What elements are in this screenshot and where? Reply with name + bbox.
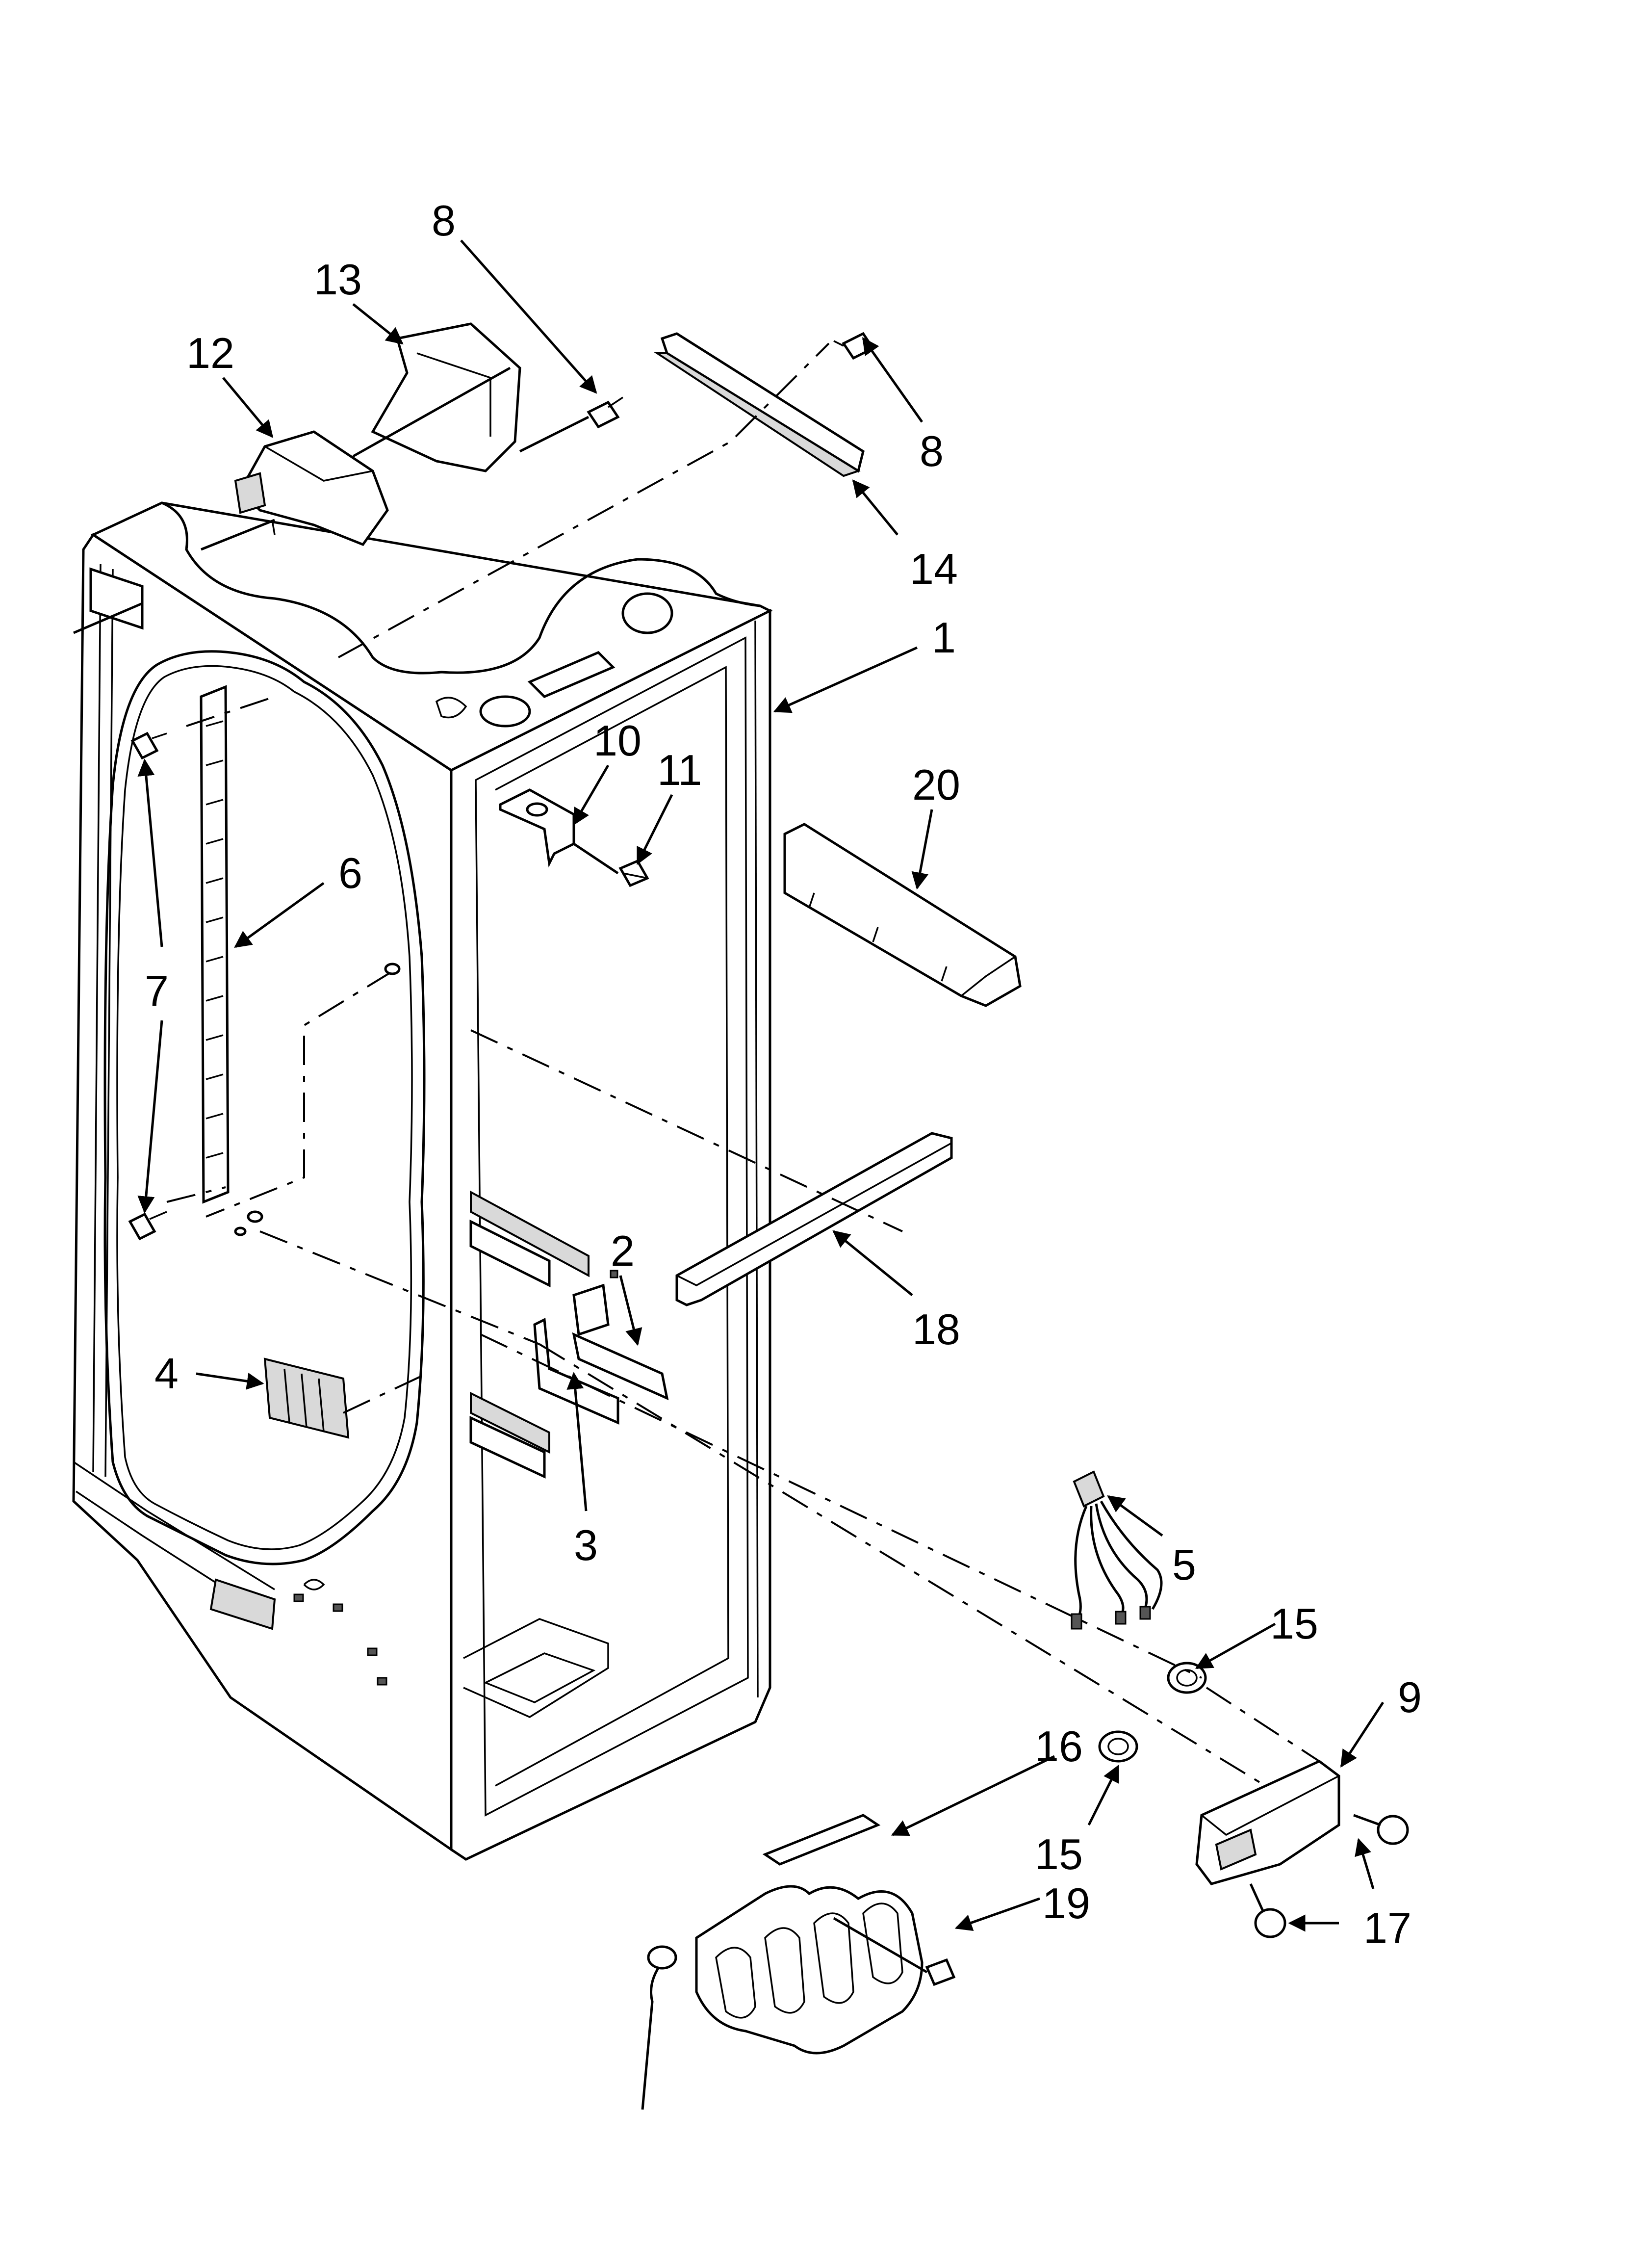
grommet-15-a [1167,1662,1207,1694]
callout-4: 4 [154,1349,179,1398]
housing-9 [1195,1760,1340,1885]
callout-8-right: 8 [920,427,944,475]
housing-12 [201,430,389,551]
screw-7-upper [130,731,167,760]
small-hole-pins [234,963,401,1236]
callout-20: 20 [912,760,960,809]
screw-7-lower [128,1211,167,1241]
callout-2: 2 [611,1226,635,1275]
channel-18 [675,1132,953,1306]
callout-17: 17 [1363,1903,1411,1952]
callout-19: 19 [1042,1879,1090,1928]
screw-8-a [587,396,623,429]
cabinet-liner [72,501,773,1861]
bracket-10 [499,788,619,875]
screw-19 [833,1917,956,1986]
alignment-lines [166,342,1320,1787]
heater-16 [641,1814,924,2110]
rail-14 [654,332,865,477]
callout-12: 12 [186,329,234,377]
callout-15-lower: 15 [1035,1830,1083,1878]
callout-16: 16 [1035,1722,1083,1771]
callout-13: 13 [314,255,362,304]
leader-lines [137,239,1385,1932]
trough-20 [783,823,1022,1007]
callout-5: 5 [1172,1540,1196,1589]
grommet-15-b [1098,1730,1138,1763]
fastener-17-b [1249,1883,1286,1938]
callout-14: 14 [910,545,958,593]
callout-labels: 8 13 12 8 14 1 10 11 20 6 7 2 18 4 3 5 1… [145,196,1422,1952]
callout-10: 10 [593,716,641,765]
callout-9: 9 [1398,1673,1422,1721]
cover-13 [352,322,590,472]
callout-11: 11 [657,746,702,794]
fastener-17-a [1353,1814,1409,1845]
callout-8-top: 8 [432,196,456,245]
bracket-3 [533,1318,619,1425]
wire-harness-5 [1071,1470,1163,1630]
callout-7: 7 [145,966,169,1015]
screw-11 [618,859,649,887]
callout-15-upper: 15 [1270,1599,1318,1648]
callout-6: 6 [338,849,362,897]
callout-18: 18 [912,1305,960,1354]
callout-1: 1 [932,613,956,662]
bracket-2 [572,1270,669,1401]
callout-3: 3 [574,1521,598,1569]
